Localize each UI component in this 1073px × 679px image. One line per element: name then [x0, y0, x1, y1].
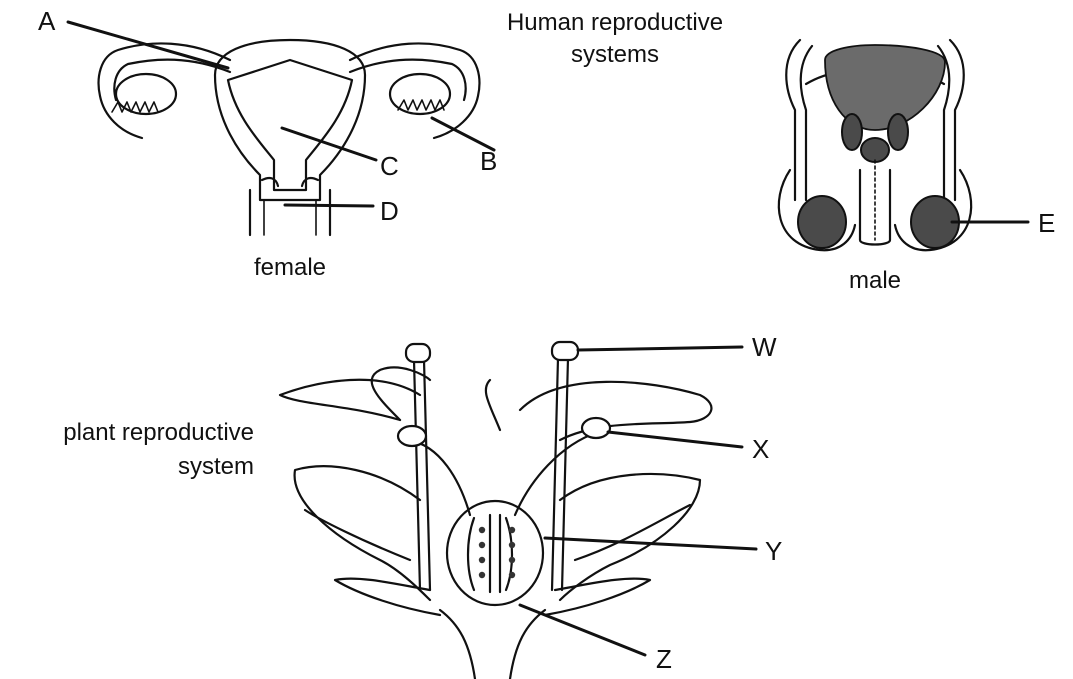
leader-Y [545, 538, 756, 549]
right-fallopian-tube [350, 43, 479, 138]
caption-female: female [254, 254, 326, 281]
uterus [215, 40, 365, 200]
label-C: C [380, 151, 399, 181]
title-line-2: systems [571, 41, 659, 68]
left-fimbriae [112, 102, 158, 112]
prostate [861, 138, 889, 162]
label-Z: Z [656, 644, 672, 674]
title-line-1: Human reproductive [507, 9, 723, 36]
left-testis [798, 196, 846, 248]
leader-Z [520, 605, 645, 655]
label-E: E [1038, 208, 1055, 238]
petal-back-right [520, 382, 711, 440]
diagram-title: Human reproductive systems [507, 9, 723, 68]
leader-C [282, 128, 376, 160]
label-Y: Y [765, 536, 782, 566]
female-reproductive-system [68, 22, 494, 235]
label-B: B [480, 146, 497, 176]
caption-male: male [849, 267, 901, 294]
anther-left [406, 344, 430, 362]
left-fallopian-tube [99, 43, 230, 138]
petal-back-left [280, 380, 420, 420]
label-D: D [380, 196, 399, 226]
caption-plant-line-1: plant reproductive [63, 419, 254, 446]
male-reproductive-system [779, 40, 1028, 250]
label-X: X [752, 434, 769, 464]
ovary [447, 501, 543, 605]
label-W: W [752, 332, 777, 362]
stigma-right [582, 418, 610, 438]
plant-reproductive-system [280, 342, 756, 679]
anther-right [552, 342, 578, 360]
left-ovary [116, 74, 176, 114]
stamen-filament-right [552, 358, 558, 590]
bladder [825, 45, 945, 130]
leader-D [285, 205, 373, 206]
label-A: A [38, 6, 56, 36]
right-fimbriae [398, 100, 444, 110]
stem [440, 610, 475, 679]
leader-X [608, 432, 742, 447]
stigma-left [398, 426, 426, 446]
leader-W [578, 347, 742, 350]
caption-plant-line-2: system [178, 453, 254, 480]
uterine-cavity [228, 60, 352, 190]
